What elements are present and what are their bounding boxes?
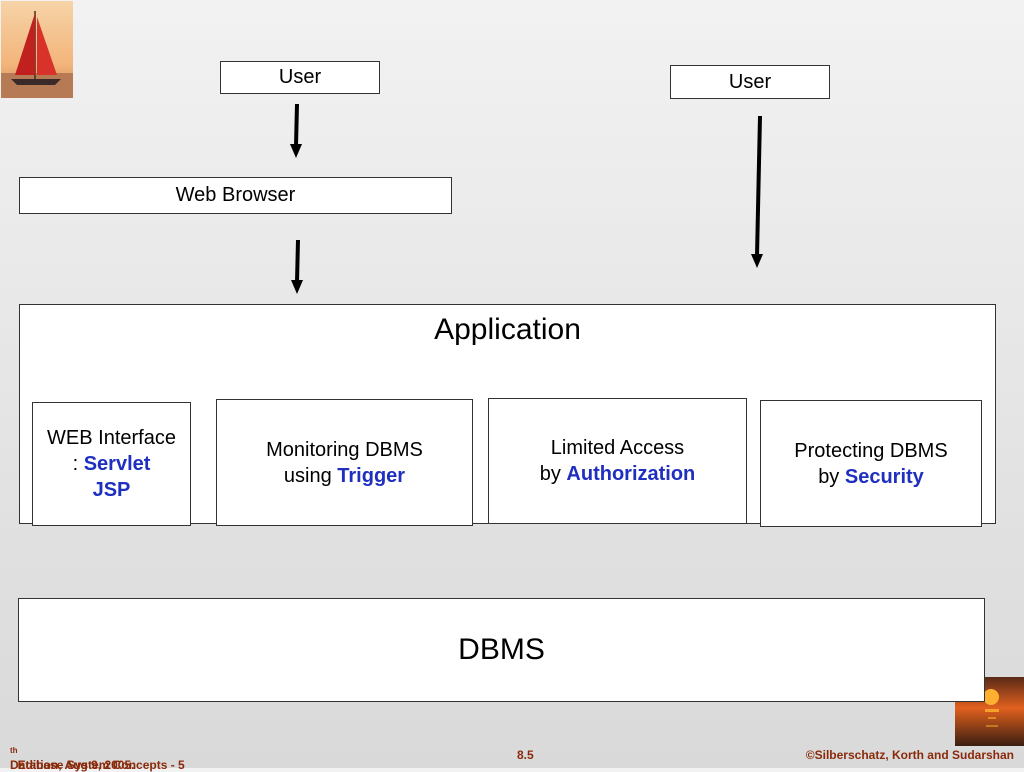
user-left-label: User [278,66,322,88]
footer-right: ©Silberschatz, Korth and Sudarshan [805,748,1014,762]
web-browser-label: Web Browser [175,184,296,206]
footer-left-sup: th [10,746,18,755]
jsp-label: JSP [92,479,131,501]
arrow-user-to-browser [290,103,302,158]
monitoring-prefix: using [283,464,338,487]
authorization-label: Authorization [566,463,696,485]
component-monitoring-dbms: Monitoring DBMS using Trigger [216,399,473,526]
protecting-line1: Protecting DBMS [794,439,948,462]
limited-access-line1: Limited Access [550,437,685,459]
sailboat-logo-icon [1,1,73,98]
protecting-prefix: by [818,465,845,488]
servlet-label: Servlet [83,453,151,475]
web-browser-box: Web Browser [19,177,452,214]
monitoring-line1: Monitoring DBMS [266,438,423,461]
component-limited-access: Limited Access by Authorization [488,398,747,524]
security-label: Security [844,465,924,488]
application-title: Application [434,313,581,346]
dbms-label: DBMS [458,633,545,666]
user-right-label: User [728,70,772,93]
web-interface-line1: WEB Interface [47,427,176,449]
arrow-browser-to-application [291,239,303,294]
footer-left-post: Edition, Aug 9, 2005. [17,758,135,772]
limited-access-prefix: by [539,463,567,485]
arrow-user-to-application [751,115,763,268]
component-protecting-dbms: Protecting DBMS by Security [760,400,982,527]
user-left-box: User [220,61,380,94]
footer-page-number: 8.5 [517,748,534,762]
trigger-label: Trigger [337,464,406,487]
dbms-box: DBMS [18,598,985,702]
web-interface-prefix: : [72,453,84,475]
user-right-box: User [670,65,830,99]
component-web-interface: WEB Interface : Servlet JSP [32,402,191,526]
